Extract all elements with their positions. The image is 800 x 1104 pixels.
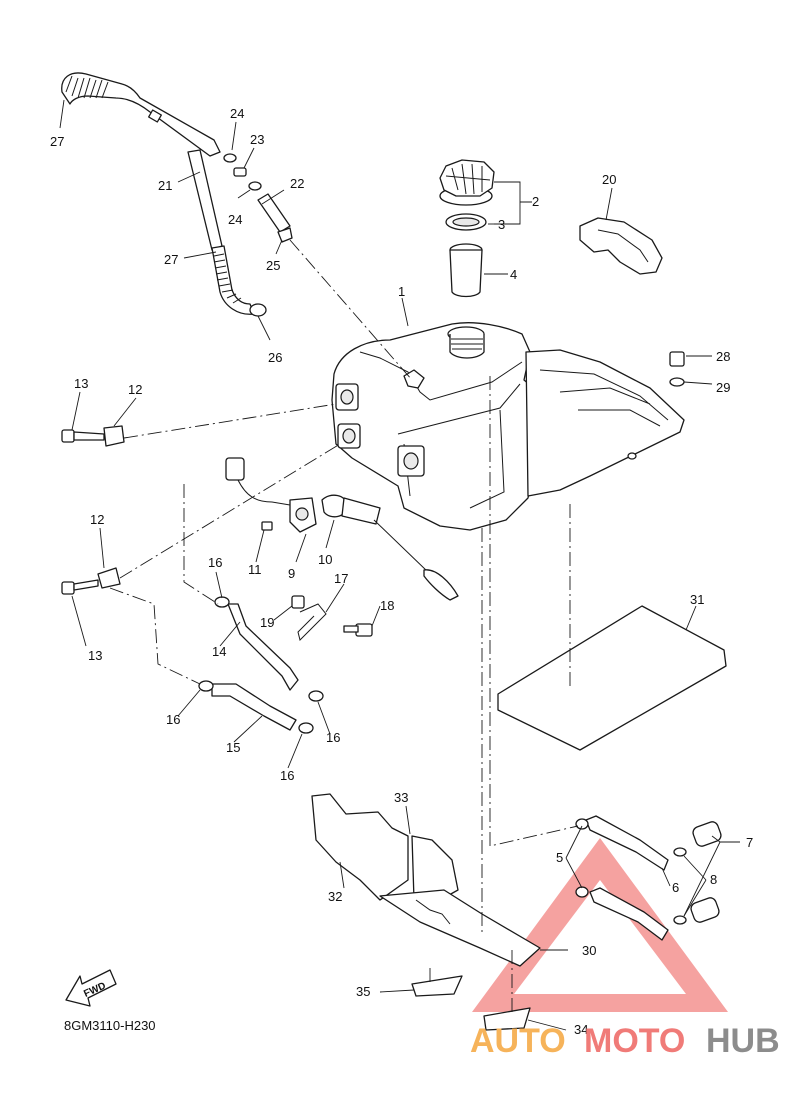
watermark-part-1: AUTO: [470, 1022, 566, 1060]
callout-19: 19: [260, 615, 274, 630]
heat-shield-31: [497, 605, 727, 751]
callout-2: 2: [532, 194, 539, 209]
callout-13-bottom: 13: [88, 648, 102, 663]
callout-3: 3: [498, 217, 505, 232]
mount-bolts: [61, 425, 125, 595]
callout-16-a: 16: [208, 555, 222, 570]
callout-23: 23: [250, 132, 264, 147]
fuel-sender-unit: [225, 457, 459, 601]
watermark-text: AUTO MOTO HUB: [470, 1022, 780, 1060]
diagram-code: 8GM3110-H230: [64, 1018, 156, 1033]
callout-25: 25: [266, 258, 280, 273]
callout-16-d: 16: [280, 768, 294, 783]
bracket-screw-nut: [291, 595, 373, 641]
callout-14: 14: [212, 644, 226, 659]
callout-30: 30: [582, 943, 596, 958]
callout-32: 32: [328, 889, 342, 904]
callout-15: 15: [226, 740, 240, 755]
callout-8: 8: [710, 872, 717, 887]
fuel-cap: [439, 159, 495, 298]
callout-20: 20: [602, 172, 616, 187]
callout-12-top: 12: [128, 382, 142, 397]
drain-hoses-and-plugs: [575, 815, 722, 941]
callout-28: 28: [716, 349, 730, 364]
heat-shield-lower: [311, 793, 541, 967]
pads: [411, 975, 531, 1031]
callout-1: 1: [398, 284, 405, 299]
callout-16-c: 16: [326, 730, 340, 745]
forward-direction-arrow: FWD: [65, 969, 117, 1007]
tank-rear-tray: [525, 349, 685, 497]
callout-12-bottom: 12: [90, 512, 104, 527]
callout-5: 5: [556, 850, 563, 865]
callout-labels: 1 2 3 4 5 6 7 8 9 10 11 12 12 13 13 14 1…: [50, 106, 753, 1037]
callout-11: 11: [248, 562, 262, 577]
callout-16-b: 16: [166, 712, 180, 727]
callout-7: 7: [746, 835, 753, 850]
callout-29: 29: [716, 380, 730, 395]
callout-13-top: 13: [74, 376, 88, 391]
callout-4: 4: [510, 267, 517, 282]
callout-34: 34: [574, 1022, 588, 1037]
callout-21: 21: [158, 178, 172, 193]
bolt-and-washer: [669, 351, 685, 387]
tank-bracket: [579, 217, 663, 275]
callout-27-top: 27: [50, 134, 64, 149]
callout-9: 9: [288, 566, 295, 581]
callout-35: 35: [356, 984, 370, 999]
callout-18: 18: [380, 598, 394, 613]
assembly-lines: [109, 239, 579, 1014]
fuel-tank: [331, 322, 537, 531]
callout-17: 17: [334, 571, 348, 586]
watermark-part-3: HUB: [706, 1022, 780, 1060]
breather-hose-assembly: [61, 72, 293, 317]
callout-24-top: 24: [230, 106, 244, 121]
callout-27-bottom: 27: [164, 252, 178, 267]
leader-lines: [59, 99, 740, 1031]
watermark-logo: [472, 838, 728, 1012]
callout-6: 6: [672, 880, 679, 895]
callout-26: 26: [268, 350, 282, 365]
callout-24-bottom: 24: [228, 212, 242, 227]
callout-10: 10: [318, 552, 332, 567]
callout-31: 31: [690, 592, 704, 607]
watermark-part-2: MOTO: [584, 1022, 685, 1060]
callout-22: 22: [290, 176, 304, 191]
callout-33: 33: [394, 790, 408, 805]
fuel-hoses: [198, 596, 324, 734]
